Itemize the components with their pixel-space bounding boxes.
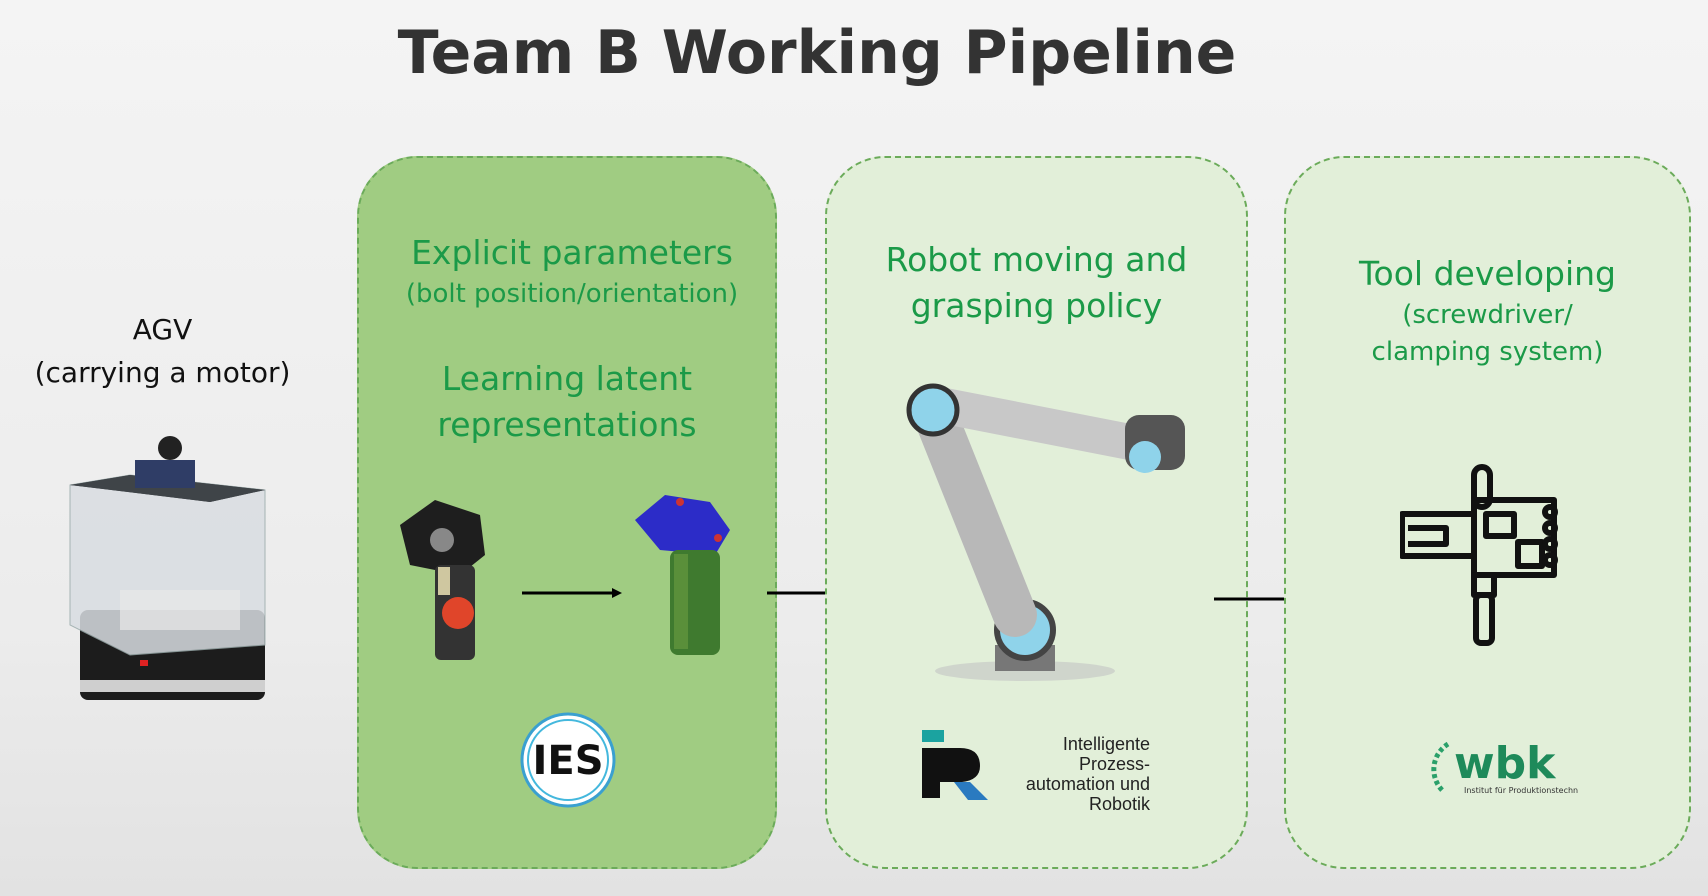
agv-label: AGV (carrying a motor) <box>20 308 305 394</box>
latent-representation-image <box>635 495 730 655</box>
ipr-logo-line1: Intelligente Prozess- <box>1062 734 1150 774</box>
panel1-subheading: (bolt position/orientation) <box>405 279 739 309</box>
ipr-logo <box>922 730 988 800</box>
panel3-sub-line2: clamping system) <box>1371 337 1604 367</box>
panel2-heading-line1: Robot moving and <box>885 240 1188 279</box>
motor-image <box>400 500 485 660</box>
agv-label-line1: AGV <box>132 313 193 346</box>
ipr-logo-text: Intelligente Prozess- automation und Rob… <box>990 734 1150 814</box>
agv-image <box>69 436 266 700</box>
panel-robot <box>825 156 1248 869</box>
arrow-motor-to-latent <box>522 588 622 598</box>
panel2-heading-line2: grasping policy <box>910 286 1163 325</box>
page-title: Team B Working Pipeline <box>397 18 1237 88</box>
wbk-logo: wbk Institut für Produktionstechnik <box>1431 738 1578 795</box>
agv-label-line2: (carrying a motor) <box>34 356 291 389</box>
panel1-heading2-line2: representations <box>437 405 697 444</box>
wbk-logo-text: wbk <box>1454 738 1557 789</box>
panel3-sub-line1: (screwdriver/ <box>1402 300 1573 330</box>
ies-logo: IES <box>520 712 616 808</box>
ies-logo-text: IES <box>532 738 603 784</box>
robot-arm-image <box>906 383 1185 681</box>
ipr-logo-line3: Robotik <box>1088 794 1150 814</box>
ipr-logo-line2: automation und <box>1025 774 1150 794</box>
panel1-heading: Explicit parameters <box>411 233 733 272</box>
panel3-heading: Tool developing <box>1358 254 1616 293</box>
tool-icon <box>1400 464 1558 646</box>
wbk-logo-subtext: Institut für Produktionstechnik <box>1464 786 1578 795</box>
panel1-heading2-line1: Learning latent <box>441 359 693 398</box>
